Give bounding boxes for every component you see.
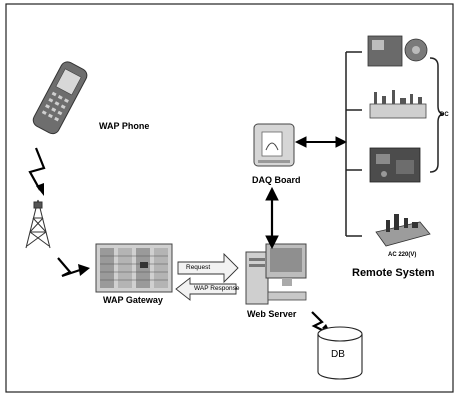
- antenna-tower-image: [26, 200, 50, 248]
- remote-system-label: Remote System: [352, 268, 435, 279]
- wireless-link-lower-arrowhead: [78, 264, 90, 276]
- wap-response-label: WAP Response: [194, 286, 240, 293]
- wap-gateway-label: WAP Gateway: [103, 296, 163, 305]
- ac-voltage-label: AC 220(V): [388, 252, 416, 258]
- daq-board-image: [254, 124, 294, 166]
- wap-phone-image: [31, 59, 90, 136]
- remote-device-3-image: [370, 148, 420, 182]
- remote-device-4-image: [376, 214, 430, 246]
- daq-remote-arrow: [296, 137, 346, 147]
- wap-gateway-image: [96, 244, 172, 292]
- remote-bracket: [346, 52, 362, 236]
- dc-label: DC: [440, 112, 449, 118]
- daq-board-label: DAQ Board: [252, 176, 301, 185]
- db-label: DB: [331, 350, 345, 360]
- wireless-link-lower: [58, 258, 80, 276]
- web-server-label: Web Server: [247, 310, 296, 319]
- web-server-image: [246, 244, 306, 304]
- wap-phone-label: WAP Phone: [99, 122, 149, 131]
- request-label: Request: [186, 265, 210, 272]
- remote-device-2-image: [370, 90, 426, 118]
- server-daq-arrow: [266, 188, 278, 248]
- remote-device-1-image: [368, 36, 427, 66]
- wireless-link-upper: [30, 148, 44, 190]
